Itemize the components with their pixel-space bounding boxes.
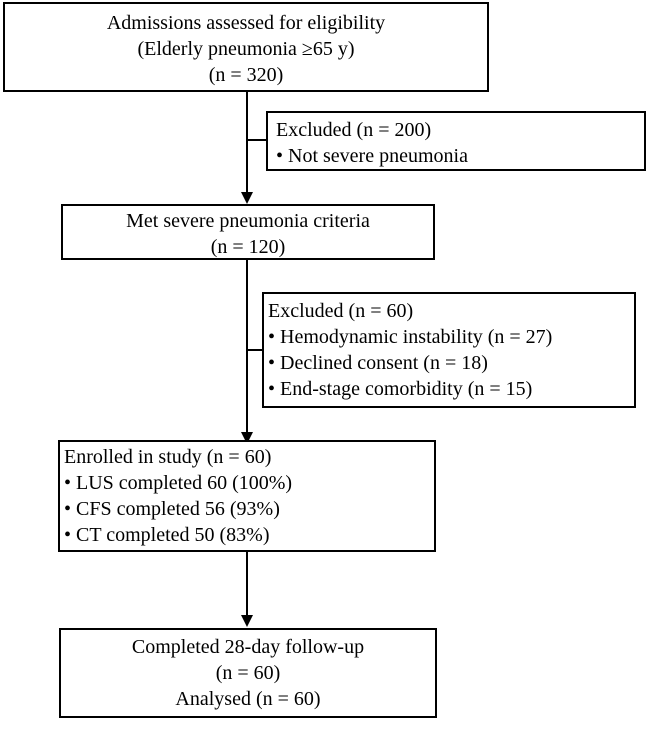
screened-title: Admissions assessed for eligibility [106,12,386,34]
severe-box: Met severe pneumonia criteria (n = 120) [61,204,435,260]
enrolled-cfs: • CFS completed 56 (93%) [64,498,280,520]
enrolled-title: Enrolled in study (n = 60) [64,446,272,468]
excluded-2-title: Excluded (n = 60) [268,300,414,322]
connector-line-to-excluded-1 [246,139,266,141]
arrowhead-to-followup [241,615,253,627]
screened-box: Admissions assessed for eligibility (Eld… [3,2,489,92]
analysed-count: Analysed (n = 60) [175,688,321,710]
enrolled-lus: • LUS completed 60 (100%) [64,472,293,494]
followup-box: Completed 28-day follow-up (n = 60) Anal… [59,628,437,718]
severe-title: Met severe pneumonia criteria [126,210,370,232]
followup-count: (n = 60) [215,662,281,684]
enrolled-box: Enrolled in study (n = 60) • LUS complet… [58,440,436,552]
arrowhead-to-severe [241,192,253,204]
followup-title: Completed 28-day follow-up [131,636,365,658]
severe-count: (n = 120) [210,236,286,258]
excluded-1-reason: • Not severe pneumonia [276,145,468,167]
screened-criteria: (Elderly pneumonia ≥65 y) [137,38,355,60]
excluded-box-1: Excluded (n = 200) • Not severe pneumoni… [266,111,646,171]
connector-line-screened-to-severe [246,92,248,192]
excluded-2-reason-hemodynamic: • Hemodynamic instability (n = 27) [268,326,553,348]
connector-line-severe-to-enrolled [246,260,248,432]
connector-line-to-excluded-2 [246,349,262,351]
screened-count: (n = 320) [208,64,284,86]
excluded-2-reason-consent: • Declined consent (n = 18) [268,352,488,374]
excluded-2-reason-comorbidity: • End-stage comorbidity (n = 15) [268,378,533,400]
excluded-box-2: Excluded (n = 60) • Hemodynamic instabil… [262,292,636,408]
enrolled-ct: • CT completed 50 (83%) [64,524,270,546]
excluded-1-title: Excluded (n = 200) [276,119,432,141]
connector-line-enrolled-to-followup [246,552,248,615]
